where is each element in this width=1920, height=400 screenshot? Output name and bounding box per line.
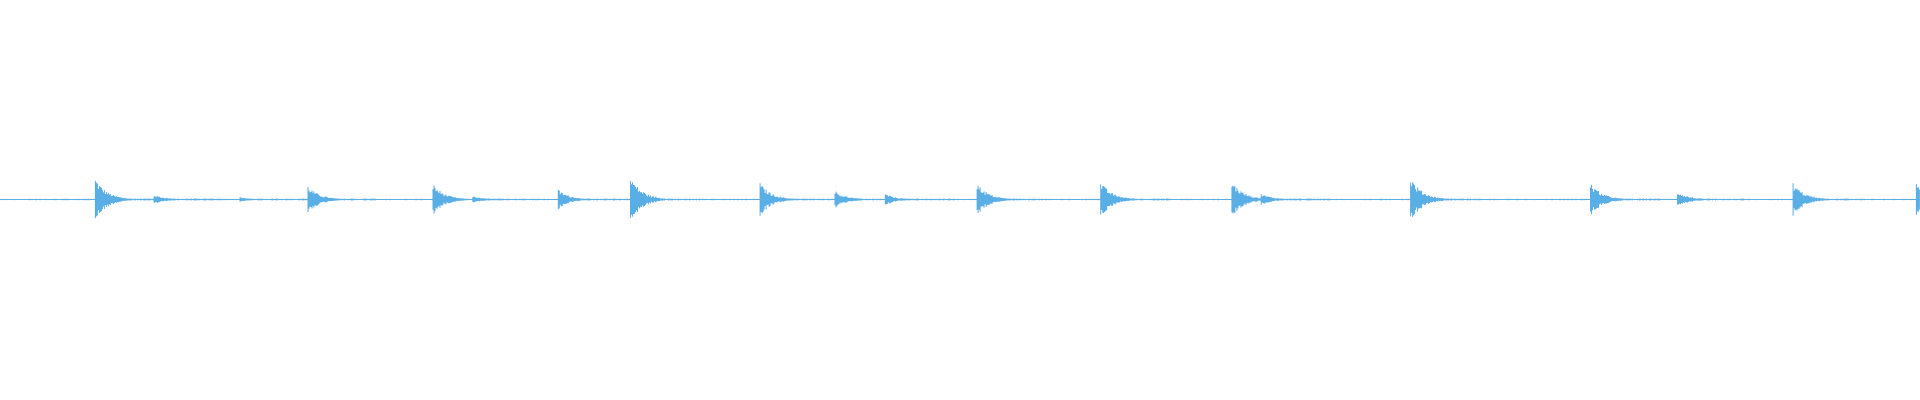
waveform-transient-9 [759, 183, 830, 216]
waveform-transient-13 [1100, 184, 1171, 215]
waveform-transient-2 [153, 195, 224, 204]
waveform-transient-8 [630, 181, 700, 218]
waveform-bursts [0, 180, 1920, 219]
waveform-transient-6 [472, 196, 543, 203]
waveform-transient-17 [1590, 184, 1660, 215]
waveform-transient-7 [557, 189, 628, 210]
waveform-transient-16 [1410, 182, 1481, 217]
waveform-baseline-noise [0, 198, 1919, 201]
waveform-transient-18 [1677, 194, 1747, 205]
